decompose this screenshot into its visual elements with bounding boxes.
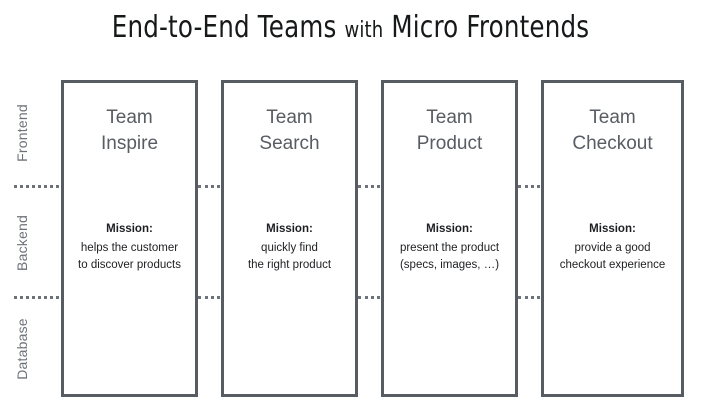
team-name-line-1: Team [426, 107, 473, 128]
band-label-database-text: Database [14, 317, 30, 380]
team-name-product: Team Product [384, 105, 515, 157]
mission-line-2: to discover products [78, 259, 181, 271]
mission-line-2: checkout experience [559, 259, 666, 271]
team-name-line-2: Product [416, 133, 483, 154]
mission-line-1: quickly find [261, 242, 318, 254]
frontend-backend-divider-segment-2 [358, 185, 380, 188]
band-label-database: Database [0, 301, 44, 396]
backend-database-divider-segment-1 [198, 296, 220, 299]
mission-line-2: the right product [247, 259, 332, 271]
band-label-backend: Backend [0, 190, 44, 295]
mission-heading: Mission: [266, 223, 313, 235]
team-column-product[interactable]: Team Product Mission: present the produc… [381, 80, 518, 397]
mission-heading: Mission: [106, 223, 153, 235]
title-segment-primary: End-to-End Teams [111, 10, 337, 45]
team-mission-checkout: Mission: provide a good checkout experie… [544, 221, 681, 274]
team-name-search: Team Search [224, 105, 355, 157]
title-segment-with: with [344, 18, 384, 43]
mission-line-1: provide a good [574, 242, 651, 254]
team-name-line-1: Team [266, 107, 313, 128]
backend-database-divider-segment-2 [358, 296, 380, 299]
band-label-frontend: Frontend [0, 80, 44, 185]
team-column-inspire[interactable]: Team Inspire Mission: helps the customer… [61, 80, 198, 397]
team-column-checkout[interactable]: Team Checkout Mission: provide a good ch… [541, 80, 684, 397]
page-title: End-to-End Teams with Micro Frontends [63, 6, 638, 53]
mission-heading: Mission: [589, 223, 636, 235]
backend-database-divider-segment-3 [518, 296, 540, 299]
band-label-frontend-text: Frontend [14, 103, 31, 162]
team-name-line-2: Inspire [100, 133, 159, 154]
team-name-line-2: Checkout [572, 133, 653, 154]
frontend-backend-divider-segment-1 [198, 185, 220, 188]
band-label-backend-text: Backend [14, 214, 31, 271]
team-mission-search: Mission: quickly find the right product [224, 221, 355, 274]
mission-line-1: present the product [399, 242, 500, 254]
team-name-checkout: Team Checkout [544, 105, 681, 157]
mission-line-2: (specs, images, …) [399, 259, 500, 271]
team-mission-inspire: Mission: helps the customer to discover … [64, 221, 195, 274]
team-name-line-1: Team [589, 107, 636, 128]
team-name-inspire: Team Inspire [64, 105, 195, 157]
team-name-line-2: Search [259, 133, 320, 154]
team-mission-product: Mission: present the product (specs, ima… [384, 221, 515, 274]
team-column-search[interactable]: Team Search Mission: quickly find the ri… [221, 80, 358, 397]
frontend-backend-divider-segment-left [14, 185, 59, 188]
frontend-backend-divider-segment-3 [518, 185, 540, 188]
title-segment-secondary: Micro Frontends [391, 10, 590, 45]
backend-database-divider-segment-left [14, 296, 59, 299]
mission-line-1: helps the customer [80, 242, 179, 254]
mission-heading: Mission: [426, 223, 473, 235]
team-name-line-1: Team [106, 107, 153, 128]
